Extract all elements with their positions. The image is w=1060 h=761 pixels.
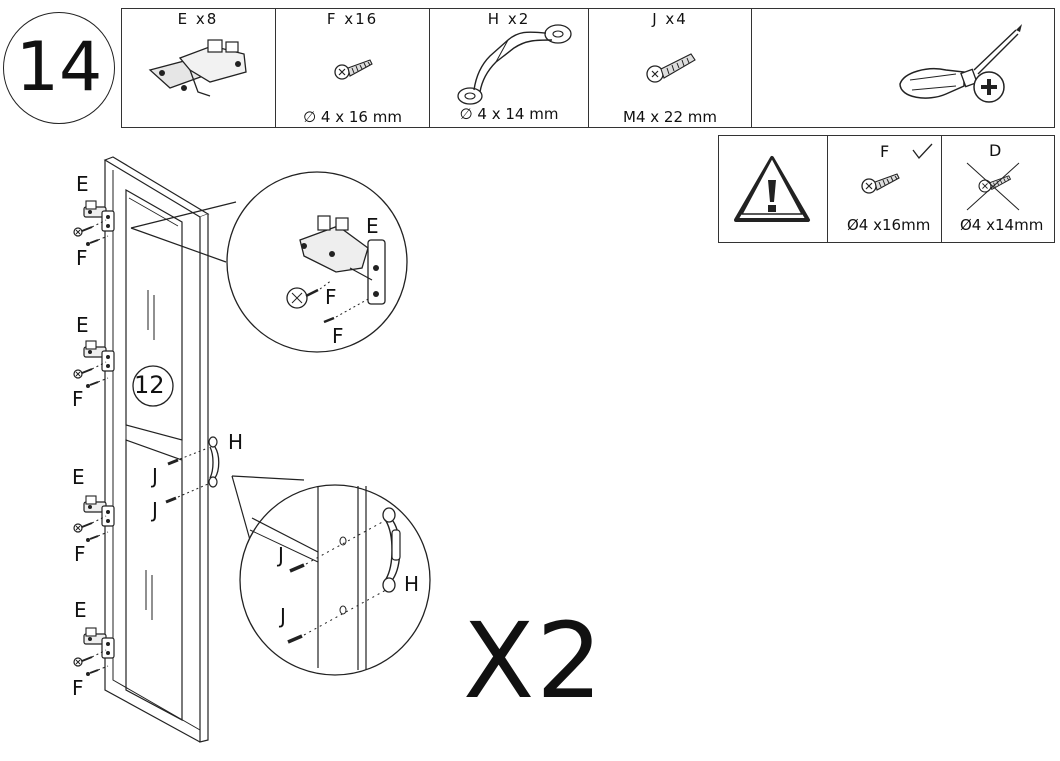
label-e: E	[366, 214, 379, 238]
label-h: H	[228, 430, 244, 454]
hinge-detail-callout	[130, 171, 408, 353]
label-f: F	[74, 542, 86, 566]
label-j: J	[280, 604, 286, 628]
hinge-e-icon	[83, 340, 115, 372]
part-cell-j: J x4 M4 x 22 mm	[589, 8, 752, 128]
wrong-screw-size: Ø4 x14mm	[960, 216, 1044, 234]
door-part-number: 12	[134, 371, 165, 399]
label-e: E	[74, 598, 87, 622]
handle-h-icon	[457, 24, 572, 105]
label-j: J	[152, 464, 158, 488]
door-panel	[103, 156, 210, 743]
check-icon	[912, 143, 933, 160]
correct-screw-icon	[861, 173, 900, 194]
label-h: H	[404, 572, 420, 596]
bolt-j-icon	[646, 53, 696, 83]
label-f: F	[72, 387, 84, 411]
part-cell-e: E x8	[121, 8, 276, 128]
hinge-e-icon	[83, 200, 115, 232]
label-j: J	[278, 543, 284, 567]
part-cell-f: F x16 ∅ 4 x 16 mm	[276, 8, 430, 128]
step-number: 14	[15, 28, 103, 107]
door-part-circle	[132, 365, 174, 407]
correct-screw-letter: F	[880, 142, 890, 161]
screwdriver-icon	[899, 24, 1022, 103]
part-cell-h: H x2 ∅ 4 x 14 mm	[430, 8, 589, 128]
label-e: E	[76, 172, 89, 196]
screw-f-icon	[334, 59, 373, 80]
label-f: F	[325, 285, 337, 309]
label-j: J	[152, 498, 158, 522]
label-e: E	[76, 313, 89, 337]
part-e-header: E x8	[177, 10, 219, 28]
part-f-size: ∅ 4 x 16 mm	[303, 108, 402, 126]
part-h-size: ∅ 4 x 14 mm	[459, 105, 559, 123]
part-j-size: M4 x 22 mm	[623, 108, 717, 126]
warning-icon	[734, 156, 810, 222]
wrong-screw-letter: D	[989, 141, 1002, 160]
hinge-e-icon	[148, 39, 247, 97]
quantity-multiplier: X2	[463, 600, 605, 722]
part-f-header: F x16	[326, 10, 379, 28]
screw-warning-table	[718, 135, 1055, 243]
label-f: F	[76, 246, 88, 270]
label-f: F	[72, 676, 84, 700]
warning-divider	[941, 135, 942, 243]
correct-screw-size: Ø4 x16mm	[847, 216, 931, 234]
warning-divider	[827, 135, 828, 243]
bolt-j-icon	[165, 447, 209, 504]
label-e: E	[72, 465, 85, 489]
part-h-header: H x2	[487, 10, 531, 28]
hinge-e-icon	[83, 627, 115, 659]
handle-detail-callout	[231, 475, 431, 676]
step-number-circle	[3, 12, 115, 124]
label-f: F	[332, 324, 344, 348]
hinge-e-icon	[83, 495, 115, 527]
handle-h-icon	[208, 436, 220, 488]
cross-out-icon	[966, 162, 1020, 211]
part-j-header: J x4	[652, 10, 688, 28]
